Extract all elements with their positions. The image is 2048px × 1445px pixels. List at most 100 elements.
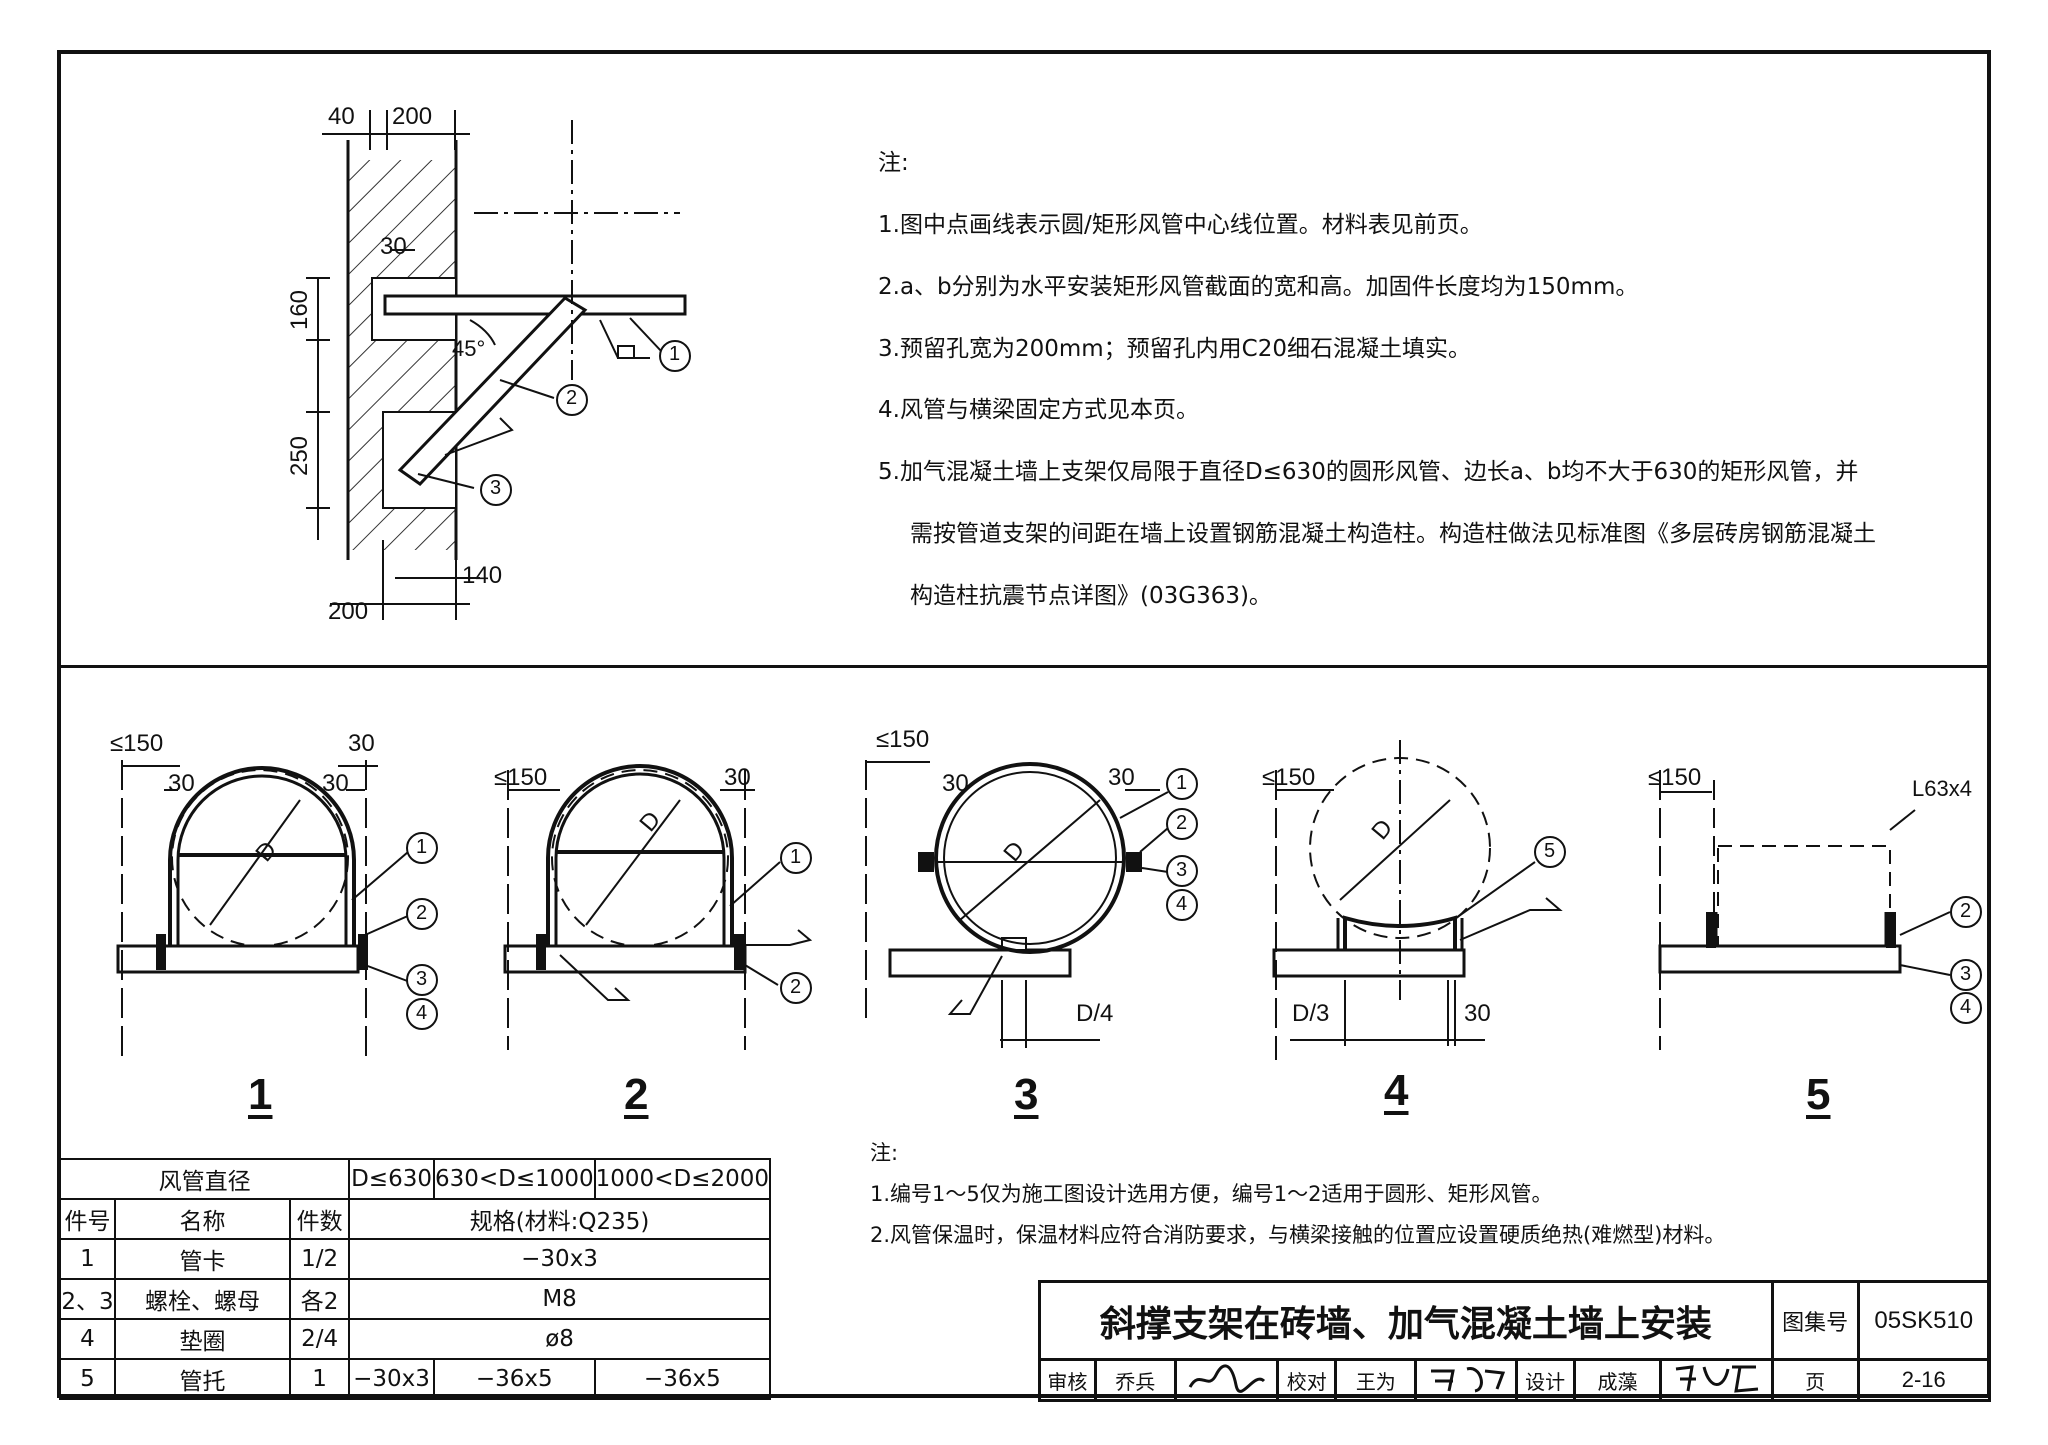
- material-table: 风管直径 D≤630 630<D≤1000 1000<D≤2000 件号 名称 …: [58, 1158, 772, 1400]
- top-note-1: 1.图中点画线表示圆/矩形风管中心线位置。材料表见前页。: [878, 212, 1483, 238]
- d5-angle-label: L63x4: [1912, 776, 1972, 801]
- d1-dim-30-left: 30: [168, 770, 195, 797]
- callout-2: 2: [566, 387, 578, 409]
- title-block: 斜撑支架在砖墙、加气混凝土墙上安装 图集号 05SK510 审核 乔兵 校对 王…: [1038, 1280, 1992, 1402]
- d1-callout-3: 3: [416, 968, 428, 990]
- dim-40: 40: [328, 103, 355, 130]
- row-name: 管卡: [113, 1238, 292, 1280]
- top-note-5c: 构造柱抗震节点详图》(03G363)。: [910, 583, 1272, 609]
- bottom-notes-heading: 注:: [870, 1141, 899, 1165]
- d3-callout-1: 1: [1176, 772, 1188, 794]
- d5-callout-2: 2: [1960, 900, 1972, 922]
- d1-callout-2: 2: [416, 902, 428, 924]
- designer-name: 成藻: [1572, 1358, 1663, 1402]
- d1-dim-30-top: 30: [348, 730, 375, 757]
- designer-signature: [1659, 1358, 1774, 1402]
- d1-callout-4: 4: [416, 1002, 428, 1024]
- checker-signature: [1414, 1358, 1518, 1402]
- top-note-3: 3.预留孔宽为200mm；预留孔内用C20细石混凝土填实。: [878, 336, 1471, 362]
- row-no: 2、3: [59, 1278, 116, 1320]
- page-label: 页: [1770, 1358, 1860, 1402]
- detail-3-label: 3: [1014, 1070, 1039, 1119]
- d4-dim-le150: ≤150: [1262, 764, 1316, 791]
- review-label: 审核: [1038, 1358, 1097, 1402]
- design-label: 设计: [1514, 1358, 1576, 1402]
- reviewer-name: 乔兵: [1093, 1358, 1177, 1402]
- d3-dim-d4: D/4: [1076, 1000, 1114, 1027]
- row-name: 管托: [113, 1358, 292, 1400]
- detail-3: [865, 760, 1198, 1048]
- atlas-no: 05SK510: [1856, 1280, 1992, 1361]
- section-divider: [57, 665, 1991, 668]
- d1-callout-1: 1: [416, 836, 428, 858]
- detail-1-label: 1: [248, 1070, 273, 1119]
- row-name: 垫圈: [113, 1318, 292, 1360]
- atlas-label: 图集号: [1770, 1280, 1860, 1361]
- detail-2: [503, 764, 813, 1050]
- d1-dim-le150: ≤150: [110, 730, 164, 757]
- d4-dim-30: 30: [1464, 1000, 1491, 1027]
- d1-dim-30-right: 30: [322, 770, 349, 797]
- checker-name: 王为: [1334, 1358, 1418, 1402]
- top-notes-heading: 注:: [878, 150, 909, 176]
- table-row: 1 管卡 1/2 −30x3: [59, 1238, 771, 1280]
- top-note-5a: 5.加气混凝土墙上支架仅局限于直径D≤630的圆形风管、边长a、b均不大于630…: [878, 459, 1859, 485]
- d5-callout-3: 3: [1960, 963, 1972, 985]
- top-note-4: 4.风管与横梁固定方式见本页。: [878, 397, 1199, 423]
- dim-200-top: 200: [392, 103, 433, 130]
- d2-dim-30: 30: [724, 764, 751, 791]
- col-spec: 规格(材料:Q235): [348, 1198, 771, 1240]
- bottom-note-2: 2.风管保温时，保温材料应符合消防要求，与横梁接触的位置应设置硬质绝热(难燃型)…: [870, 1223, 1726, 1247]
- drawing-frame: [57, 50, 1991, 1398]
- row-spec: ø8: [348, 1318, 771, 1360]
- row-no: 4: [59, 1318, 116, 1360]
- table-row: 2、3 螺栓、螺母 各2 M8: [59, 1278, 771, 1320]
- d5-dim-le150: ≤150: [1648, 764, 1702, 791]
- row-qty: 2/4: [289, 1318, 351, 1360]
- col-part-no: 件号: [59, 1198, 116, 1240]
- callout-3: 3: [490, 477, 502, 499]
- diagonal-brace: [397, 296, 588, 486]
- dim-140: 140: [462, 562, 503, 589]
- detail-5: [1658, 770, 1982, 1050]
- detail-1: [116, 760, 438, 1060]
- row-qty: 各2: [289, 1278, 351, 1320]
- dim-30: 30: [380, 233, 407, 260]
- row-spec-range-3: −36x5: [593, 1358, 772, 1400]
- bottom-note-1: 1.编号1～5仅为施工图设计选用方便，编号1～2适用于圆形、矩形风管。: [870, 1182, 1553, 1206]
- detail-4-label: 4: [1384, 1066, 1409, 1115]
- d2-callout-1: 1: [790, 846, 802, 868]
- row-spec: −30x3: [348, 1238, 771, 1280]
- d3-callout-2: 2: [1176, 812, 1188, 834]
- row-spec: M8: [348, 1278, 771, 1320]
- drawing-title: 斜撑支架在砖墙、加气混凝土墙上安装: [1038, 1280, 1774, 1361]
- range-2: 630<D≤1000: [432, 1158, 596, 1200]
- col-name: 名称: [113, 1198, 292, 1240]
- detail-4: [1272, 740, 1566, 1060]
- check-label: 校对: [1276, 1358, 1338, 1402]
- detail-2-label: 2: [624, 1070, 649, 1119]
- d3-callout-4: 4: [1176, 893, 1188, 915]
- top-note-2: 2.a、b分别为水平安装矩形风管截面的宽和高。加固件长度均为150mm。: [878, 274, 1639, 300]
- col-qty: 件数: [289, 1198, 351, 1240]
- dim-200-bottom: 200: [328, 598, 369, 625]
- cross-beam: [383, 294, 687, 316]
- row-name: 螺栓、螺母: [113, 1278, 292, 1320]
- d3-callout-3: 3: [1176, 859, 1188, 881]
- d3-dim-le150: ≤150: [876, 726, 930, 753]
- row-qty: 1: [289, 1358, 351, 1400]
- callout-1: 1: [669, 343, 681, 365]
- duct-diameter-header: 风管直径: [58, 1158, 351, 1200]
- row-no: 5: [59, 1358, 116, 1400]
- d2-callout-2: 2: [790, 976, 802, 998]
- d2-dim-le150: ≤150: [494, 764, 548, 791]
- detail-5-label: 5: [1806, 1070, 1831, 1119]
- d4-callout-5: 5: [1544, 840, 1556, 862]
- angle-45: 45°: [452, 336, 486, 361]
- row-qty: 1/2: [289, 1238, 351, 1280]
- d4-dim-d3: D/3: [1292, 1000, 1330, 1027]
- row-no: 1: [59, 1238, 116, 1280]
- page-no: 2-16: [1856, 1358, 1992, 1402]
